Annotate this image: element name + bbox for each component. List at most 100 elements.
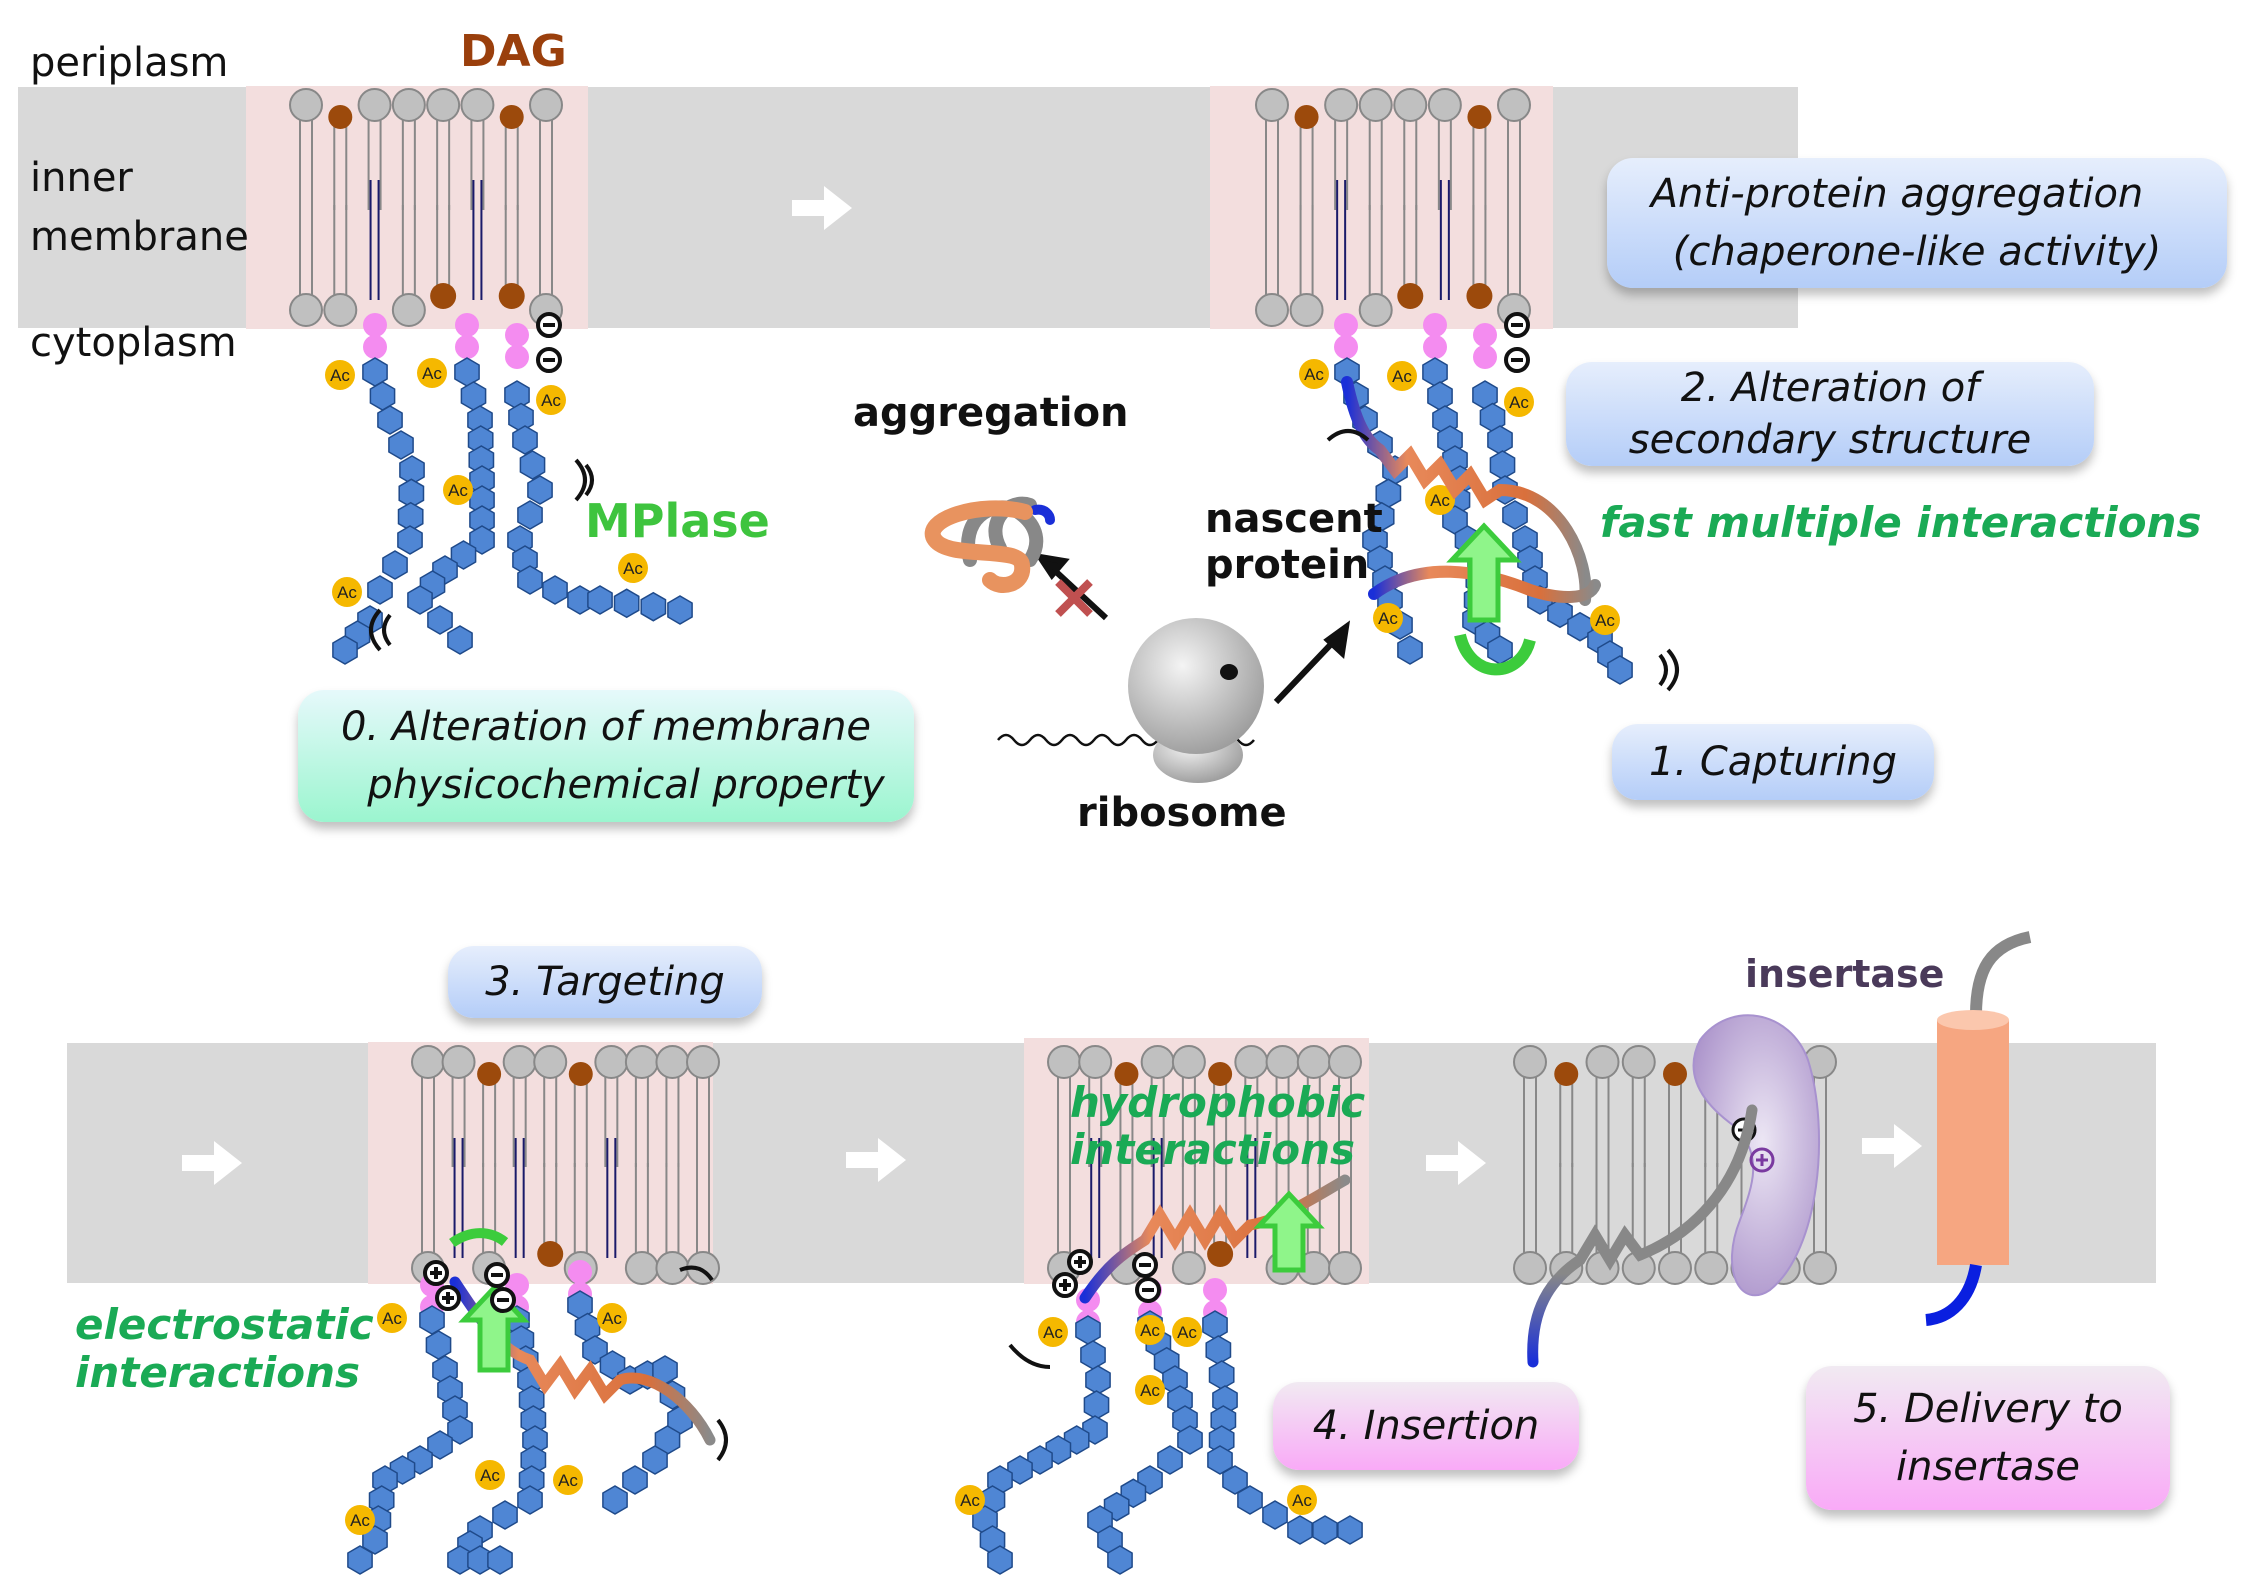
process-arrows bbox=[182, 186, 1922, 1185]
anti-aggregation-box: Anti-protein aggregation (chaperone-like… bbox=[1607, 158, 2227, 288]
label-inner: inner bbox=[30, 155, 133, 201]
step-5-box: 5. Delivery to insertase bbox=[1806, 1366, 2170, 1510]
acetyl-group bbox=[325, 360, 355, 390]
acetyl-label: Ac bbox=[350, 1511, 370, 1530]
sugar-unit bbox=[1237, 1485, 1263, 1515]
sugar-unit bbox=[1027, 1445, 1053, 1475]
lipid-head bbox=[460, 88, 495, 122]
dag-head bbox=[537, 1241, 564, 1267]
label-aggregation: aggregation bbox=[853, 390, 1129, 436]
lipid-head bbox=[1328, 1045, 1362, 1079]
sugar-unit bbox=[427, 605, 453, 635]
sugar-unit bbox=[1607, 655, 1633, 685]
mplase-zone-3 bbox=[368, 1042, 713, 1284]
acetyl-label: Ac bbox=[1043, 1323, 1063, 1342]
sugar-unit bbox=[460, 381, 487, 411]
lipid-head bbox=[1324, 88, 1359, 122]
sugar-unit bbox=[487, 1545, 513, 1575]
label-cytoplasm: cytoplasm bbox=[30, 320, 237, 366]
lipid-head bbox=[1171, 1251, 1206, 1285]
sugar-unit bbox=[377, 405, 403, 435]
sugar-unit bbox=[1312, 1515, 1338, 1545]
sugar-unit bbox=[1107, 1545, 1133, 1575]
sugar-unit bbox=[1489, 450, 1516, 480]
lipid-head bbox=[1621, 1045, 1656, 1079]
dag-head bbox=[1397, 283, 1424, 309]
sugar-unit bbox=[419, 1305, 445, 1335]
step-4-box: 4. Insertion bbox=[1273, 1382, 1579, 1470]
sugar-unit bbox=[1262, 1500, 1288, 1530]
sugar-unit bbox=[1177, 1425, 1203, 1455]
step-2-line2: secondary structure bbox=[1628, 417, 2032, 463]
anti-aggregation-line1: Anti-protein aggregation bbox=[1650, 171, 2144, 217]
sugar-unit bbox=[587, 585, 613, 615]
dag-head bbox=[1663, 1062, 1687, 1086]
label-fast-interactions: fast multiple interactions bbox=[1600, 498, 2202, 547]
acetyl-group bbox=[1038, 1317, 1068, 1347]
step-3-label: 3. Targeting bbox=[485, 959, 725, 1005]
lipid-head bbox=[1078, 1045, 1113, 1079]
lipid-head bbox=[441, 1045, 476, 1079]
sugar-unit bbox=[1502, 500, 1528, 530]
acetyl-group bbox=[536, 385, 566, 415]
step-2-line1: 2. Alteration of bbox=[1680, 365, 1980, 411]
blocked-cross-icon bbox=[1055, 579, 1093, 617]
sugar-unit bbox=[1422, 357, 1448, 387]
step-1-box: 1. Capturing bbox=[1612, 724, 1934, 800]
pyrophosphate bbox=[1334, 313, 1358, 337]
acetyl-group bbox=[1135, 1375, 1165, 1405]
sugar-unit bbox=[447, 625, 473, 655]
acetyl-group bbox=[443, 475, 473, 505]
sugar-unit bbox=[542, 575, 568, 605]
sugar-unit bbox=[407, 585, 433, 615]
sugar-unit bbox=[450, 540, 477, 570]
sugar-unit bbox=[519, 450, 546, 480]
dag-head bbox=[1467, 105, 1492, 129]
sugar-unit bbox=[517, 500, 543, 530]
step-0-line1: 0. Alteration of membrane bbox=[340, 704, 872, 750]
arrow-right-icon bbox=[182, 1141, 242, 1185]
acetyl-group bbox=[1287, 1485, 1317, 1515]
lipid-head bbox=[1255, 88, 1289, 122]
dag-head bbox=[1208, 1062, 1233, 1086]
acetyl-group bbox=[377, 1303, 407, 1333]
acetyl-group bbox=[1299, 359, 1329, 389]
step-0-line2: physicochemical property bbox=[367, 762, 885, 808]
sugar-unit bbox=[1208, 1360, 1235, 1390]
label-electrostatic-interactions: interactions bbox=[75, 1348, 361, 1397]
sugar-unit bbox=[1397, 635, 1423, 665]
sugar-unit bbox=[642, 1445, 668, 1475]
lipid-head bbox=[529, 88, 563, 122]
lipid-head bbox=[1289, 293, 1324, 327]
lipid-head bbox=[1497, 88, 1531, 122]
acetyl-label: Ac bbox=[382, 1309, 402, 1328]
mplase-glycan-chains: AcAcAcAcAcAcAcAcAcAcAcAcAcAcAcAcAcAcAcAc… bbox=[325, 313, 1633, 1575]
sugar-unit bbox=[667, 595, 693, 625]
inserted-helix-icon bbox=[1925, 931, 2032, 1326]
acetyl-label: Ac bbox=[448, 481, 468, 500]
sugar-unit bbox=[1080, 1340, 1106, 1370]
anti-aggregation-line2: (chaperone-like activity) bbox=[1672, 229, 2162, 275]
pyrophosphate bbox=[505, 323, 529, 347]
step-3-box: 3. Targeting bbox=[448, 946, 762, 1018]
sugar-unit bbox=[1222, 1465, 1248, 1495]
sugar-unit bbox=[602, 1485, 628, 1515]
acetyl-label: Ac bbox=[1392, 367, 1412, 386]
sugar-unit bbox=[1205, 1335, 1232, 1365]
aggregated-protein-icon bbox=[924, 496, 1055, 593]
label-mplase: MPlase bbox=[585, 494, 770, 548]
label-insertase: insertase bbox=[1745, 952, 1945, 996]
acetyl-label: Ac bbox=[1378, 609, 1398, 628]
acetyl-label: Ac bbox=[960, 1491, 980, 1510]
lipid-head bbox=[411, 1045, 445, 1079]
lipid-head bbox=[1803, 1251, 1837, 1285]
sugar-unit bbox=[512, 425, 538, 455]
lipid-head bbox=[624, 1251, 659, 1285]
pyrophosphate bbox=[1203, 1278, 1227, 1302]
dag-head bbox=[499, 105, 524, 129]
label-hydrophobic-interactions: interactions bbox=[1070, 1125, 1356, 1174]
lipid-head bbox=[1047, 1045, 1081, 1079]
lipid-head bbox=[1513, 1045, 1547, 1079]
sugar-unit bbox=[987, 1545, 1013, 1575]
